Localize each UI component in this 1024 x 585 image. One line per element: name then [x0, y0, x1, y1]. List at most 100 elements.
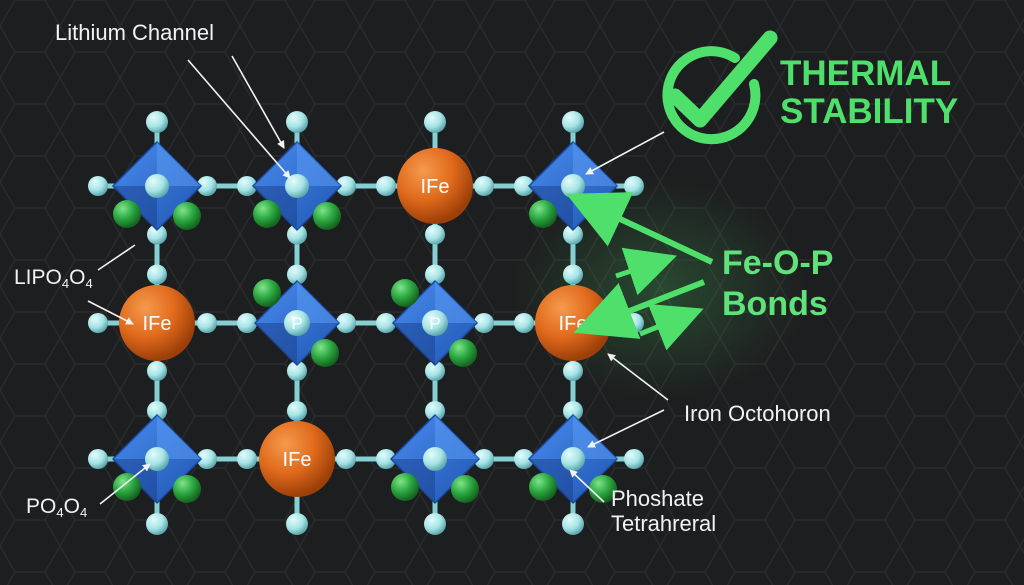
oxygen-atom: [514, 176, 534, 196]
oxygen-atom: [425, 361, 445, 381]
iron-atom: [397, 148, 473, 224]
lipo-fe-pointer: [87, 300, 134, 325]
oxygen-atom: [624, 176, 644, 196]
oxygen-atom: [284, 310, 310, 336]
oxygen-atom: [425, 264, 445, 285]
lipo-label-sub2: 4: [85, 275, 93, 291]
oxygen-atom: [237, 449, 257, 469]
oxygen-atom: [336, 449, 356, 469]
oxygen-atom: [146, 513, 168, 535]
oxygen-atom: [197, 176, 217, 196]
bond-arrow-small-2: [639, 303, 704, 351]
annotation-pointers: [87, 55, 669, 505]
green-atom: [391, 279, 419, 307]
bond-arrows: [566, 192, 714, 351]
oxygen-atom: [197, 449, 217, 469]
oxygen-atom: [561, 174, 585, 198]
oxygen-atom: [286, 111, 308, 133]
oxygen-atom: [514, 449, 534, 469]
octahedron-facet: [435, 415, 479, 459]
oxygen-atom: [474, 313, 494, 333]
po-label-sub1: 4: [56, 504, 64, 520]
green-atom: [311, 339, 339, 367]
oxygen-atom: [563, 264, 583, 285]
green-atom: [253, 279, 281, 307]
iron-label: IFe: [421, 176, 450, 198]
octahedron-facet: [297, 281, 339, 323]
oxygen-atom: [624, 313, 644, 333]
oxygen-atom: [336, 313, 356, 333]
oxygen-atom: [147, 264, 167, 285]
lipo-label-sub1: 4: [61, 275, 70, 291]
octahedron-facet: [393, 323, 435, 365]
oxygen-atom: [145, 174, 169, 198]
octahedron-facet: [573, 415, 617, 459]
octahedron-facet: [255, 323, 297, 365]
oxygen-atom: [563, 401, 583, 421]
oxygen-atom: [88, 313, 108, 333]
green-atom: [589, 475, 617, 503]
lipo-label-o: O: [69, 266, 86, 289]
green-atom: [173, 202, 201, 230]
bonds-label-line2: Bonds: [722, 284, 828, 323]
green-atom: [253, 200, 281, 228]
oxygen-atom: [237, 176, 257, 196]
oxygen-atom: [285, 174, 309, 198]
phosphate-label-line2: Tetrahreral: [611, 511, 717, 537]
oxygen-atom: [423, 447, 447, 471]
po-label-main: PO: [26, 495, 57, 518]
iron-atom: [119, 285, 195, 361]
oxygen-atom: [147, 401, 167, 421]
po-label: PO4O4: [26, 495, 87, 521]
po-pointer: [99, 463, 151, 505]
oxygen-atom: [287, 224, 307, 245]
lithium-pointer-1: [187, 59, 291, 179]
oxygen-atom: [197, 313, 217, 333]
green-atom: [113, 473, 141, 501]
bonds-label-line1: Fe-O-P: [722, 244, 834, 282]
oxygen-atom: [425, 401, 445, 421]
oxygen-atom: [88, 176, 108, 196]
oxygen-atom: [562, 111, 584, 133]
thermal-label-line2: STABILITY: [780, 91, 959, 131]
octahedron-facet: [157, 142, 201, 186]
iron-atom: [259, 421, 335, 497]
lipo-label: LIPO4O4: [14, 266, 93, 292]
oxygen-atom: [376, 176, 396, 196]
oxygen-atom: [563, 361, 583, 381]
phosphorus-label: P: [429, 314, 440, 333]
oxygen-atom: [286, 513, 308, 535]
phosphate-pointer: [569, 469, 605, 503]
po-label-sub2: 4: [79, 504, 88, 520]
bond-arrow-small-1: [615, 247, 677, 296]
po-label-o: O: [63, 495, 80, 518]
oxygen-atom: [425, 224, 445, 245]
green-atom: [313, 202, 341, 230]
lipo-label-main: LIPO: [14, 266, 62, 289]
oxygen-atom: [474, 176, 494, 196]
iron-octahedron-label: Iron Octohoron: [684, 401, 831, 426]
oxygen-atom: [424, 513, 446, 535]
oxygen-atom: [624, 449, 644, 469]
lithium-pointer-2: [231, 55, 285, 149]
oxygen-atom: [514, 313, 534, 333]
iron-label: IFe: [143, 313, 172, 335]
octahedron-facet: [297, 142, 341, 186]
green-atom: [529, 200, 557, 228]
green-atom: [113, 200, 141, 228]
oxygen-atom: [145, 447, 169, 471]
oxygen-atom: [146, 111, 168, 133]
oxygen-atom: [561, 447, 585, 471]
oxygen-atom: [562, 513, 584, 535]
oxygen-atom: [147, 361, 167, 381]
oxygen-atom: [237, 313, 257, 333]
thermal-pointer: [585, 131, 665, 175]
oxygen-atom: [424, 111, 446, 133]
green-atom: [529, 473, 557, 501]
oxygen-atom: [474, 449, 494, 469]
iron-pointer-2: [587, 409, 665, 448]
bond-arrow-top: [566, 192, 714, 265]
